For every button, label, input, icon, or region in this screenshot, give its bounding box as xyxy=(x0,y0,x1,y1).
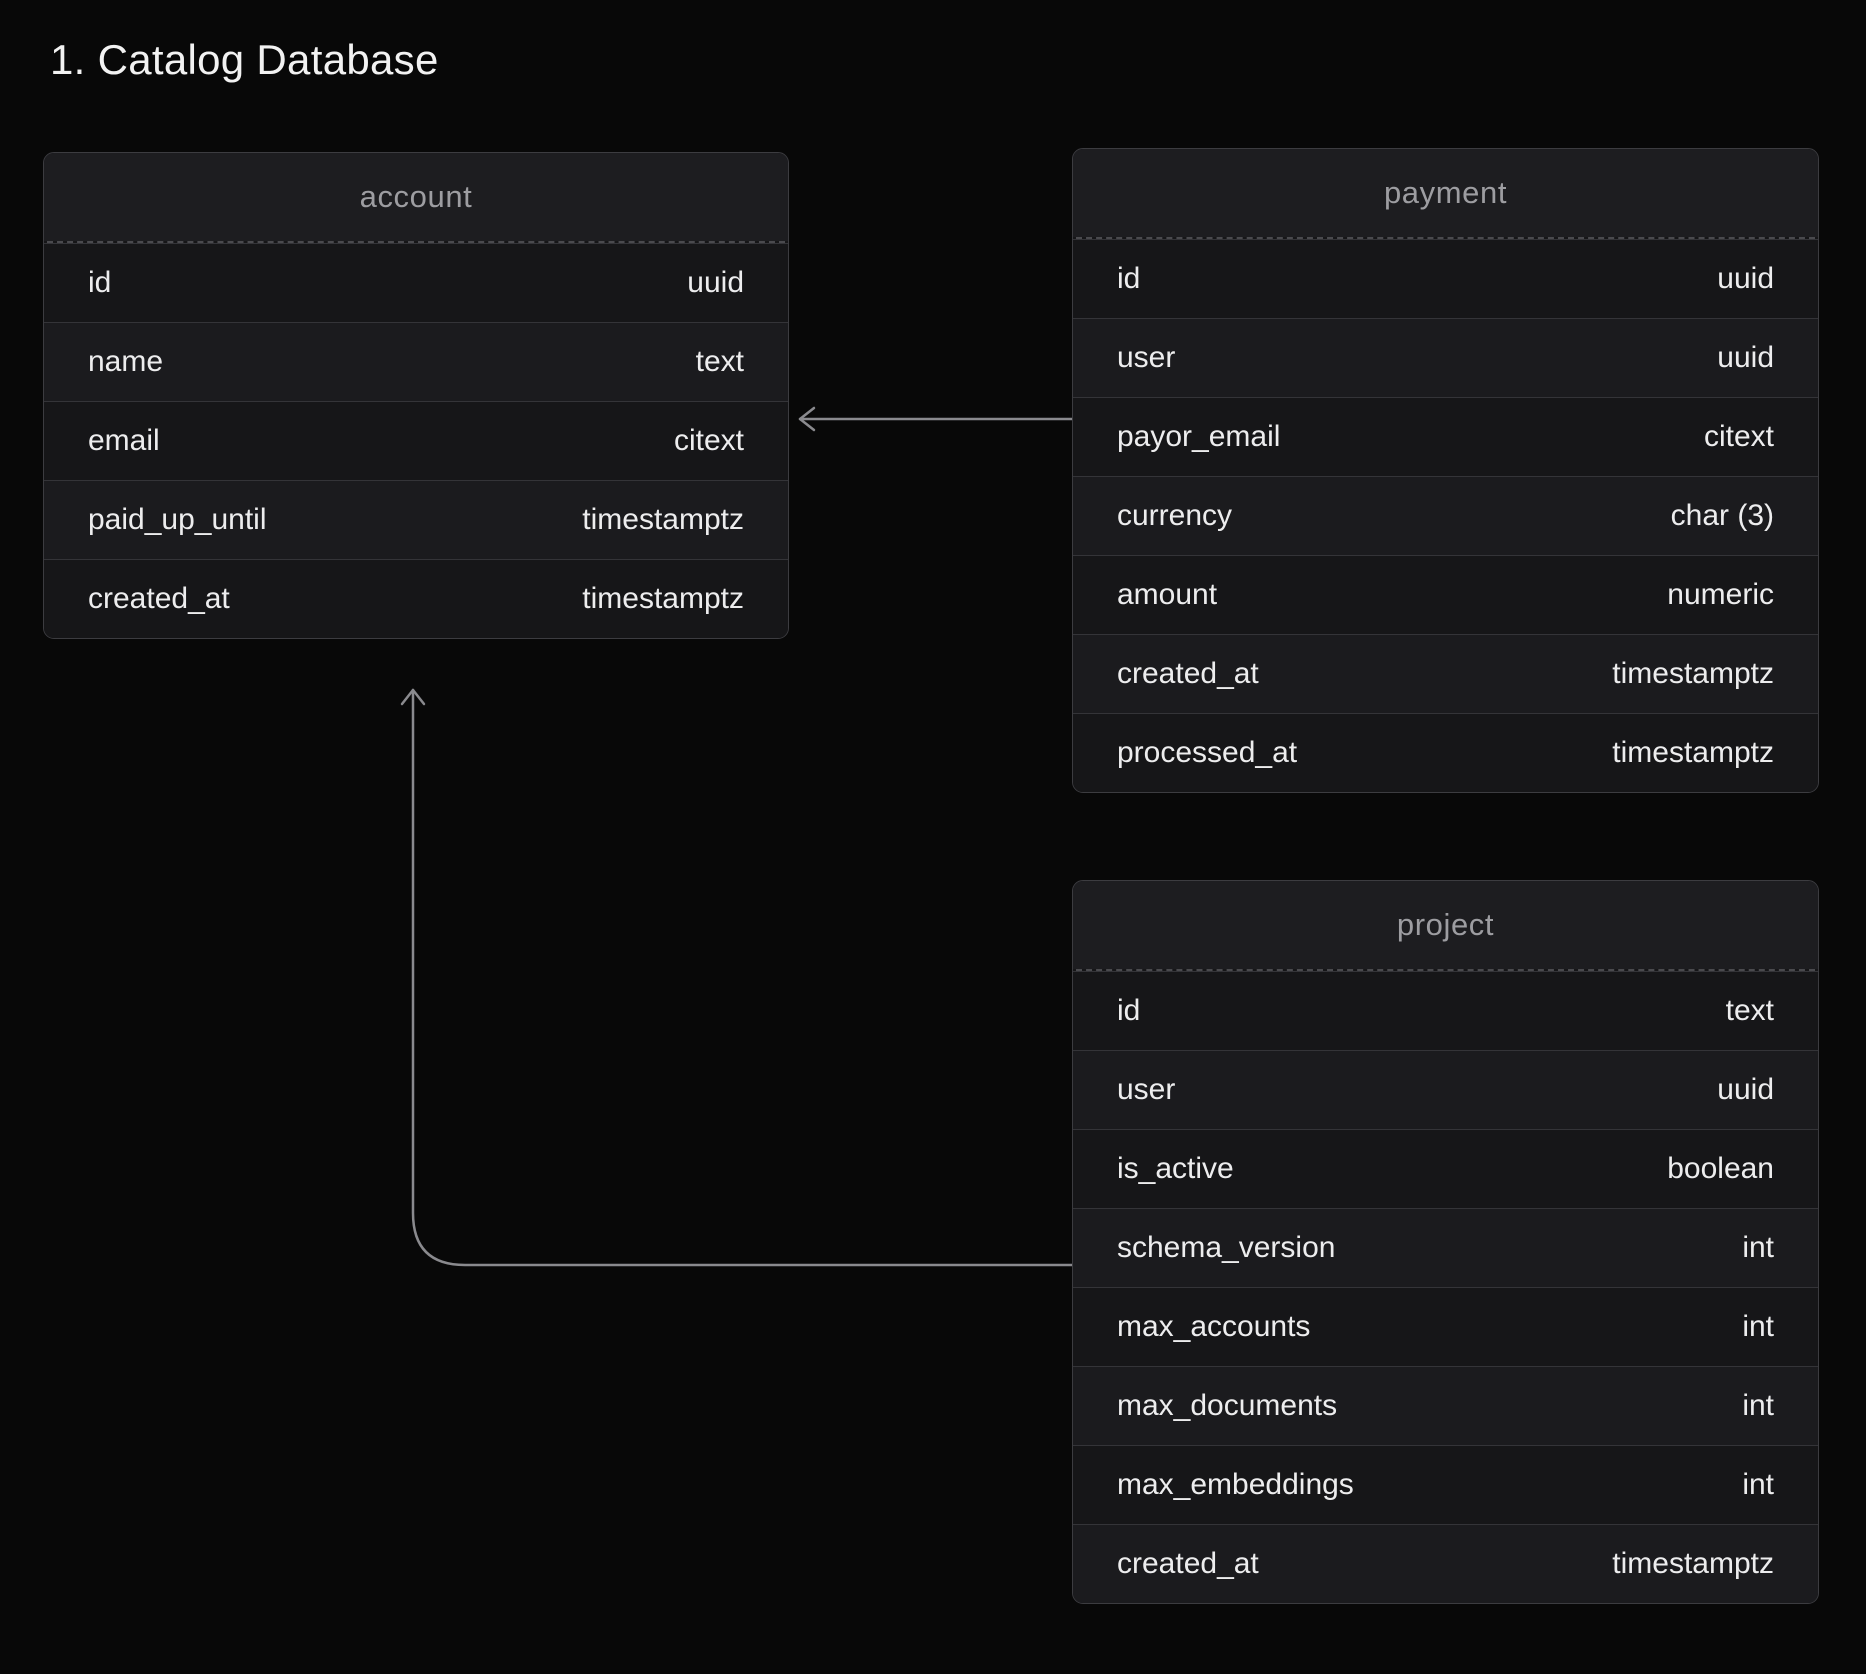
field-type: timestamptz xyxy=(1612,1547,1774,1580)
field-name: email xyxy=(88,424,160,457)
entity-title-separator xyxy=(47,241,785,243)
field-row[interactable]: payor_email citext xyxy=(1073,397,1818,476)
field-name: id xyxy=(88,266,112,299)
field-name: currency xyxy=(1117,499,1233,532)
field-row[interactable]: created_at timestamptz xyxy=(1073,634,1818,713)
field-name: is_active xyxy=(1117,1152,1234,1185)
field-name: id xyxy=(1117,994,1141,1027)
entity-card-payment[interactable]: payment id uuid user uuid payor_email ci… xyxy=(1072,148,1819,793)
field-row[interactable]: user uuid xyxy=(1073,318,1818,397)
field-name: payor_email xyxy=(1117,420,1281,453)
field-type: uuid xyxy=(1717,1073,1774,1106)
field-row[interactable]: currency char (3) xyxy=(1073,476,1818,555)
field-row[interactable]: email citext xyxy=(44,401,788,480)
field-row[interactable]: processed_at timestamptz xyxy=(1073,713,1818,792)
entity-title-separator xyxy=(1076,237,1815,239)
field-name: processed_at xyxy=(1117,736,1298,769)
field-name: user xyxy=(1117,341,1176,374)
field-type: timestamptz xyxy=(582,582,744,615)
field-type: int xyxy=(1742,1389,1774,1422)
field-name: paid_up_until xyxy=(88,503,267,536)
field-row[interactable]: id text xyxy=(1073,971,1818,1050)
entity-title-project: project xyxy=(1073,881,1818,969)
field-type: numeric xyxy=(1667,578,1774,611)
field-row[interactable]: paid_up_until timestamptz xyxy=(44,480,788,559)
entity-title-account: account xyxy=(44,153,788,241)
field-type: citext xyxy=(673,424,744,457)
page-title: 1. Catalog Database xyxy=(50,36,439,83)
field-type: timestamptz xyxy=(582,503,744,536)
field-row[interactable]: max_embeddings int xyxy=(1073,1445,1818,1524)
entity-card-project[interactable]: project id text user uuid is_active bool… xyxy=(1072,880,1819,1604)
field-name: user xyxy=(1117,1073,1176,1106)
field-name: created_at xyxy=(88,582,230,615)
field-name: max_embeddings xyxy=(1117,1468,1354,1501)
field-type: int xyxy=(1742,1468,1774,1501)
field-type: boolean xyxy=(1667,1152,1774,1185)
field-row[interactable]: id uuid xyxy=(1073,239,1818,318)
field-row[interactable]: id uuid xyxy=(44,243,788,322)
field-row[interactable]: amount numeric xyxy=(1073,555,1818,634)
field-type: int xyxy=(1742,1310,1774,1343)
field-type: timestamptz xyxy=(1612,736,1774,769)
field-row[interactable]: max_documents int xyxy=(1073,1366,1818,1445)
field-name: max_accounts xyxy=(1117,1310,1311,1343)
field-type: uuid xyxy=(1717,341,1774,374)
field-name: created_at xyxy=(1117,657,1259,690)
field-type: int xyxy=(1742,1231,1774,1264)
field-type: char (3) xyxy=(1670,499,1774,532)
field-name: max_documents xyxy=(1117,1389,1338,1422)
entity-card-account[interactable]: account id uuid name text email citext p… xyxy=(43,152,789,639)
field-type: uuid xyxy=(1717,262,1774,295)
field-row[interactable]: user uuid xyxy=(1073,1050,1818,1129)
field-type: citext xyxy=(1703,420,1774,453)
entity-title-separator xyxy=(1076,969,1815,971)
field-row[interactable]: created_at timestamptz xyxy=(1073,1524,1818,1603)
field-name: id xyxy=(1117,262,1141,295)
field-name: name xyxy=(88,345,164,378)
field-name: amount xyxy=(1117,578,1218,611)
field-row[interactable]: created_at timestamptz xyxy=(44,559,788,638)
field-name: created_at xyxy=(1117,1547,1259,1580)
field-type: text xyxy=(1725,994,1774,1027)
field-name: schema_version xyxy=(1117,1231,1336,1264)
field-row[interactable]: name text xyxy=(44,322,788,401)
field-row[interactable]: max_accounts int xyxy=(1073,1287,1818,1366)
field-row[interactable]: schema_version int xyxy=(1073,1208,1818,1287)
relation-project-to-account xyxy=(400,688,1074,1267)
field-type: timestamptz xyxy=(1612,657,1774,690)
relation-payment-to-account xyxy=(798,406,1074,432)
field-type: uuid xyxy=(687,266,744,299)
field-type: text xyxy=(695,345,744,378)
field-row[interactable]: is_active boolean xyxy=(1073,1129,1818,1208)
entity-title-payment: payment xyxy=(1073,149,1818,237)
